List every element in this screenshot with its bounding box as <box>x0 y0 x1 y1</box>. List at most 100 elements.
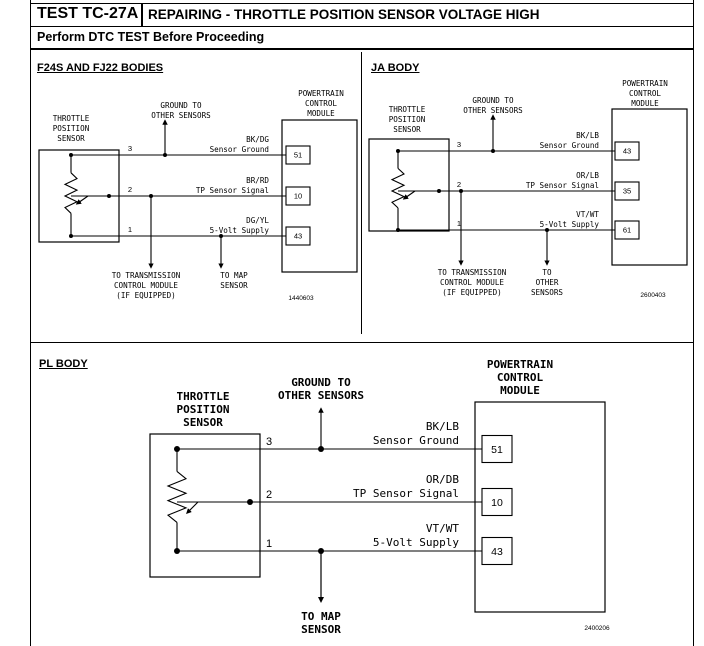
pcm-terminal-pl <box>481 487 513 517</box>
wiper-arrow <box>75 195 89 205</box>
service-manual-page: TEST TC-27A REPAIRING - THROTTLE POSITIO… <box>30 0 694 646</box>
terminal-number: 61 <box>623 226 631 235</box>
pin-number: 3 <box>457 140 461 149</box>
tp-sensor-label-ja: THROTTLE <box>389 105 426 114</box>
resistor-zigzag <box>166 471 188 523</box>
wire-color-label: BR/RD <box>246 176 269 185</box>
tcm-label-ja: CONTROL MODULE <box>440 278 504 287</box>
tp-sensor-label-pl: THROTTLE <box>177 390 230 403</box>
branch-label-f24s: SENSOR <box>220 281 248 290</box>
pcm-terminal-pl <box>481 434 513 464</box>
ground-label-pl: OTHER SENSORS <box>278 389 364 402</box>
wire-name-label: TP Sensor Signal <box>526 181 599 190</box>
pcm-label-f24s: POWERTRAIN <box>298 89 344 98</box>
pcm-terminal-f24s <box>285 145 311 165</box>
section-divider-vertical <box>361 52 362 334</box>
pcm-label-ja: CONTROL <box>629 89 661 98</box>
pcm-terminal-pl <box>481 536 513 566</box>
wiper-arrow <box>186 501 199 514</box>
pin-number: 3 <box>266 436 272 448</box>
resistor-zigzag <box>63 172 79 214</box>
wire-name-label: TP Sensor Signal <box>196 186 269 195</box>
tp-sensor-box-ja <box>368 138 450 232</box>
ground-label-pl: GROUND TO <box>291 376 351 389</box>
tp-sensor-label-f24s: SENSOR <box>57 134 85 143</box>
pin-number: 3 <box>128 144 132 153</box>
terminal-number: 10 <box>491 497 503 509</box>
test-id: TEST TC-27A <box>37 5 139 22</box>
tp-sensor-label-f24s: THROTTLE <box>53 114 90 123</box>
wire-color-label: VT/WT <box>426 522 459 535</box>
terminal-number: 51 <box>294 151 302 160</box>
map-label-pl: TO MAP <box>301 610 341 623</box>
pin-number: 2 <box>266 489 272 501</box>
figure-id: 2400206 <box>584 625 610 632</box>
tp-sensor-label-f24s: POSITION <box>53 124 90 133</box>
wire-color-label: BK/LB <box>426 420 459 433</box>
pin-number: 1 <box>457 219 461 228</box>
wire-name-label: 5-Volt Supply <box>373 536 459 549</box>
pcm-box-pl <box>474 401 606 613</box>
figure-id: 2600403 <box>640 292 666 299</box>
ground-label-ja: OTHER SENSORS <box>463 106 523 115</box>
pcm-terminal-f24s <box>285 186 311 206</box>
wire-name-label: TP Sensor Signal <box>353 487 459 500</box>
test-subtitle: Perform DTC TEST Before Proceeding <box>37 30 265 44</box>
header-divider <box>141 4 143 26</box>
tp-sensor-box-pl <box>149 433 261 578</box>
header-bar: TEST TC-27A REPAIRING - THROTTLE POSITIO… <box>31 3 693 27</box>
pin-number: 2 <box>457 180 461 189</box>
wire-color-label: VT/WT <box>576 210 599 219</box>
tcm-label-ja: (IF EQUIPPED) <box>442 288 501 297</box>
pcm-label-pl: MODULE <box>500 384 540 397</box>
wire-color-label: OR/DB <box>426 473 459 486</box>
tcm-label-ja: TO TRANSMISSION <box>438 268 507 277</box>
section-title-f24s: F24S AND FJ22 BODIES <box>37 62 164 74</box>
pin-number: 1 <box>128 225 132 234</box>
pin-number: 2 <box>128 185 132 194</box>
pcm-label-pl: CONTROL <box>497 371 544 384</box>
wire-name-label: Sensor Ground <box>540 141 599 150</box>
branch-label-ja: SENSORS <box>531 288 563 297</box>
terminal-number: 35 <box>623 187 631 196</box>
tcm-label-f24s: (IF EQUIPPED) <box>116 291 175 300</box>
header-rule <box>31 48 693 50</box>
wire-color-label: DG/YL <box>246 216 269 225</box>
pin-number: 1 <box>266 538 272 550</box>
section-title-ja: JA BODY <box>371 62 420 74</box>
pcm-label-ja: POWERTRAIN <box>622 79 668 88</box>
pcm-terminal-ja <box>614 141 640 161</box>
terminal-number: 43 <box>294 232 302 241</box>
ground-label-f24s: OTHER SENSORS <box>151 111 211 120</box>
map-label-pl: SENSOR <box>301 623 341 636</box>
branch-label-ja: TO <box>542 268 552 277</box>
terminal-number: 10 <box>294 192 302 201</box>
tp-sensor-label-ja: SENSOR <box>393 125 421 134</box>
wiper-arrow <box>402 190 416 200</box>
wire-color-label: BK/DG <box>246 135 269 144</box>
pcm-box-ja <box>611 108 688 266</box>
tp-sensor-label-pl: SENSOR <box>183 416 223 429</box>
pcm-label-pl: POWERTRAIN <box>487 358 553 371</box>
tcm-label-f24s: CONTROL MODULE <box>114 281 178 290</box>
ground-label-ja: GROUND TO <box>472 96 514 105</box>
wire-name-label: 5-Volt Supply <box>210 226 270 235</box>
wire-name-label: Sensor Ground <box>210 145 269 154</box>
pcm-terminal-f24s <box>285 226 311 246</box>
branch-label-ja: OTHER <box>536 278 559 287</box>
tcm-label-f24s: TO TRANSMISSION <box>112 271 181 280</box>
terminal-number: 43 <box>491 546 503 558</box>
tp-sensor-label-pl: POSITION <box>177 403 230 416</box>
pcm-label-f24s: CONTROL <box>305 99 337 108</box>
wire-color-label: OR/LB <box>576 171 599 180</box>
terminal-number: 43 <box>623 147 631 156</box>
test-title: REPAIRING - THROTTLE POSITION SENSOR VOL… <box>148 7 540 22</box>
ground-label-f24s: GROUND TO <box>160 101 202 110</box>
section-divider-horizontal <box>31 342 693 343</box>
wire-color-label: BK/LB <box>576 131 599 140</box>
tp-sensor-label-ja: POSITION <box>389 115 426 124</box>
wiring-diagrams: THROTTLEPOSITIONSENSORPOWERTRAINCONTROLM… <box>38 79 688 636</box>
terminal-number: 51 <box>491 444 503 456</box>
pcm-label-f24s: MODULE <box>307 109 335 118</box>
pcm-terminal-ja <box>614 181 640 201</box>
